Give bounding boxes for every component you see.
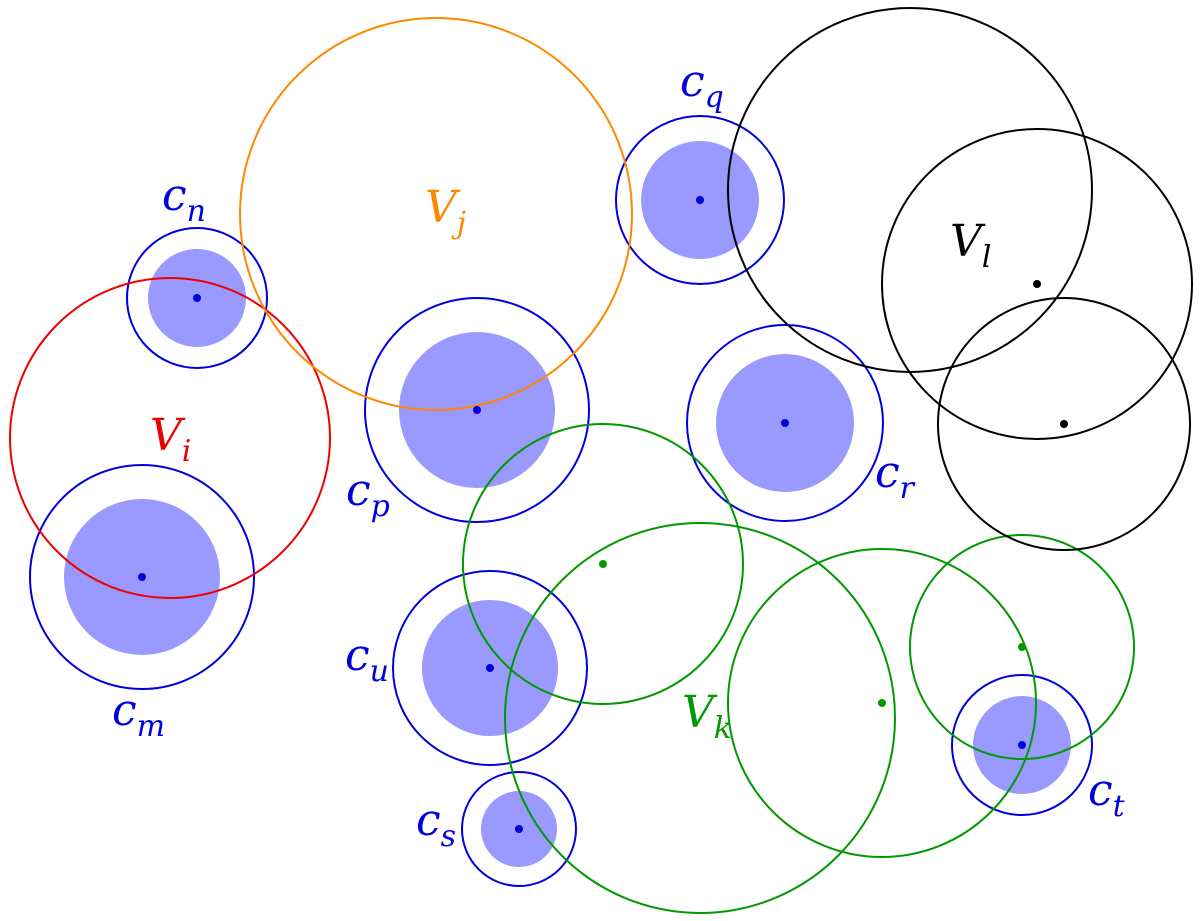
center-dot-v-l-2	[1033, 280, 1041, 288]
region-v-k-circle-1	[462, 423, 744, 705]
center-dot-c-u	[486, 664, 494, 672]
label-c-q: cq	[680, 56, 724, 115]
center-dot-c-t	[1018, 741, 1026, 749]
circle-c-u	[392, 570, 588, 766]
region-v-k-circle-2	[504, 522, 896, 914]
region-v-l-circle-2	[881, 128, 1193, 440]
center-dot-c-s	[515, 825, 523, 833]
label-c-u: cu	[345, 630, 389, 689]
label-c-m: cm	[112, 685, 165, 744]
region-v-l	[727, 7, 1193, 551]
region-v-l-circle-3	[937, 297, 1191, 551]
label-v-j: Vj	[425, 182, 466, 241]
circle-c-s	[461, 771, 577, 887]
center-dots-green	[599, 560, 1026, 707]
circle-c-p	[364, 297, 590, 523]
center-dot-c-q	[696, 196, 704, 204]
center-dot-v-l-3	[1060, 420, 1068, 428]
outer-circles	[29, 115, 1093, 887]
region-v-k	[462, 423, 1135, 914]
circle-c-n	[126, 227, 268, 369]
center-dot-c-n	[193, 294, 201, 302]
label-c-n: cn	[162, 170, 206, 229]
center-dot-c-m	[138, 573, 146, 581]
label-v-l: Vl	[950, 216, 991, 275]
center-dot-v-k-3	[878, 699, 886, 707]
label-c-s: cs	[416, 795, 456, 854]
center-dot-v-k-4	[1018, 643, 1026, 651]
center-dot-v-k-1	[599, 560, 607, 568]
label-c-t: ct	[1088, 765, 1126, 824]
label-v-k: Vk	[682, 687, 732, 746]
region-v-k-circle-4	[909, 534, 1135, 760]
circle-c-t	[951, 674, 1093, 816]
label-c-p: cp	[346, 465, 390, 524]
region-v-i	[9, 277, 331, 599]
label-v-i: Vi	[150, 410, 191, 469]
region-v-k-circle-3	[727, 548, 1037, 858]
circle-c-r	[686, 324, 884, 522]
center-dots-black	[1033, 280, 1068, 428]
center-dot-c-p	[473, 406, 481, 414]
labels: cn cm cp cq cr cu cs ct Vi Vj Vk	[112, 56, 1126, 854]
region-v-j	[239, 17, 633, 411]
label-c-r: cr	[875, 447, 916, 506]
inner-disks	[64, 141, 1071, 867]
center-dot-c-r	[781, 419, 789, 427]
circle-c-q	[615, 115, 785, 285]
center-dots-blue	[138, 196, 1026, 833]
circle-c-m	[29, 464, 255, 690]
